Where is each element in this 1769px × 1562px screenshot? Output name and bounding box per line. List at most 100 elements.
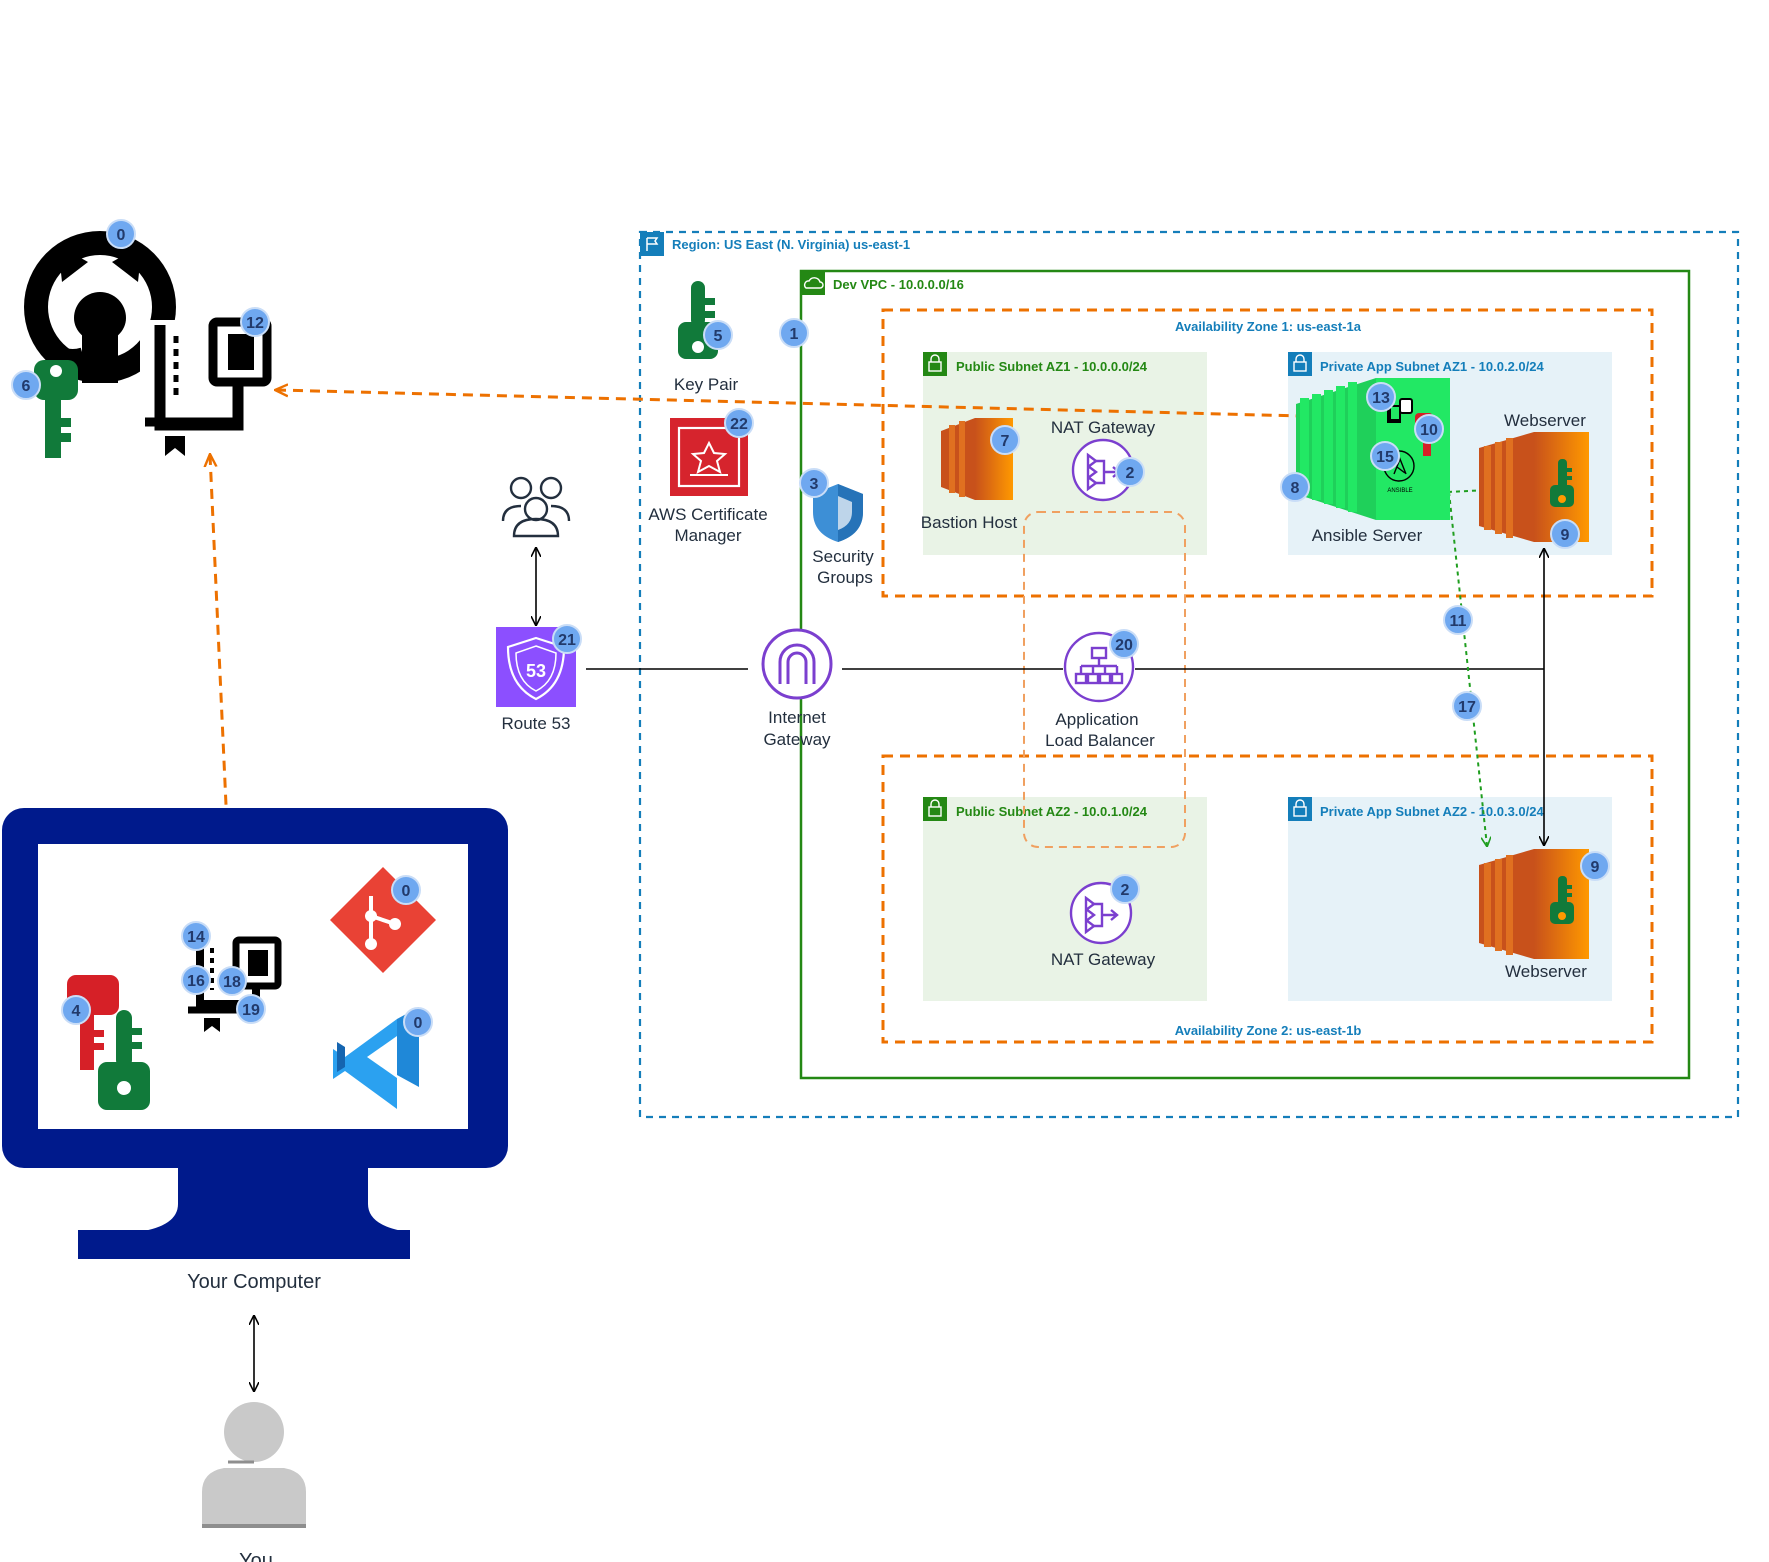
step-badge-local_repo_c: 18 bbox=[217, 966, 247, 996]
you-label: You bbox=[239, 1550, 273, 1562]
step-badge-path1: 11 bbox=[1443, 605, 1473, 635]
step-badge-nat2: 2 bbox=[1110, 874, 1140, 904]
route53-label: Route 53 bbox=[502, 714, 571, 733]
step-badge-repo: 12 bbox=[240, 307, 270, 337]
computer-label: Your Computer bbox=[187, 1271, 321, 1293]
public-subnet-az1-label: Public Subnet AZ1 - 10.0.0.0/24 bbox=[956, 359, 1148, 374]
webserver-az1-icon bbox=[1479, 432, 1589, 542]
step-badge-local_key: 4 bbox=[61, 995, 91, 1025]
igw-label-line2: Gateway bbox=[763, 730, 831, 749]
step-badge-ansible: 8 bbox=[1280, 472, 1310, 502]
route53-number: 53 bbox=[526, 661, 546, 681]
step-badge-number: 20 bbox=[1115, 637, 1133, 654]
step-badge-number: 5 bbox=[714, 328, 723, 345]
step-badge-bastion: 7 bbox=[990, 425, 1020, 455]
step-badge-github_key: 6 bbox=[11, 370, 41, 400]
alb-label-line2: Load Balancer bbox=[1045, 731, 1155, 750]
security-groups-icon bbox=[813, 484, 863, 542]
az2-label: Availability Zone 2: us-east-1b bbox=[1175, 1023, 1362, 1038]
step-badge-number: 11 bbox=[1450, 613, 1467, 630]
step-badge-number: 0 bbox=[414, 1015, 423, 1032]
step-badge-alb: 20 bbox=[1109, 629, 1139, 659]
step-badge-path2: 17 bbox=[1452, 691, 1482, 721]
step-badge-number: 2 bbox=[1121, 882, 1130, 899]
step-badge-ansible_key: 10 bbox=[1414, 414, 1444, 444]
step-badge-number: 6 bbox=[22, 378, 31, 395]
public-subnet-az2-label: Public Subnet AZ2 - 10.0.1.0/24 bbox=[956, 804, 1148, 819]
webserver-az2-icon bbox=[1479, 849, 1589, 959]
step-badge-git: 0 bbox=[391, 875, 421, 905]
public-subnet-az2: Public Subnet AZ2 - 10.0.1.0/24 bbox=[923, 797, 1207, 1001]
key-icon bbox=[34, 360, 78, 458]
acm-label-line1: AWS Certificate bbox=[648, 505, 767, 524]
region-group: Region: US East (N. Virginia) us-east-1 bbox=[638, 230, 1740, 1119]
az1-group: Availability Zone 1: us-east-1a bbox=[881, 308, 1654, 598]
step-badge-web1: 9 bbox=[1550, 519, 1580, 549]
step-badge-number: 10 bbox=[1420, 422, 1438, 439]
webserver-az2-label: Webserver bbox=[1505, 962, 1587, 981]
step-badge-number: 9 bbox=[1561, 527, 1570, 544]
step-badge-number: 18 bbox=[223, 974, 241, 991]
github-ansible-arrow bbox=[276, 390, 1380, 418]
az2-group: Availability Zone 2: us-east-1b bbox=[881, 754, 1654, 1044]
step-badge-number: 13 bbox=[1372, 390, 1390, 407]
step-badge-nat1: 2 bbox=[1115, 457, 1145, 487]
key-pair-label: Key Pair bbox=[674, 375, 739, 394]
step-badge-web2: 9 bbox=[1580, 851, 1610, 881]
step-badge-ansible_play: 15 bbox=[1370, 441, 1400, 471]
lock-icon bbox=[1288, 797, 1312, 821]
step-badge-sg: 3 bbox=[799, 468, 829, 498]
ansible-web2-arrow bbox=[1448, 491, 1487, 846]
step-badge-number: 1 bbox=[790, 326, 799, 343]
step-badge-number: 3 bbox=[810, 476, 819, 493]
lock-icon bbox=[923, 352, 947, 376]
step-badge-route53: 21 bbox=[552, 624, 582, 654]
private-subnet-az2-label: Private App Subnet AZ2 - 10.0.3.0/24 bbox=[1320, 804, 1544, 819]
security-groups-label-line2: Groups bbox=[817, 568, 873, 587]
lock-icon bbox=[923, 797, 947, 821]
private-subnet-az1-label: Private App Subnet AZ1 - 10.0.2.0/24 bbox=[1320, 359, 1544, 374]
step-badge-number: 16 bbox=[187, 973, 205, 990]
step-badge-number: 19 bbox=[242, 1002, 260, 1019]
step-badge-number: 14 bbox=[187, 929, 205, 946]
lock-icon bbox=[1288, 352, 1312, 376]
step-badge-local_repo_b: 16 bbox=[181, 965, 211, 995]
internet-gateway-icon bbox=[761, 628, 833, 700]
step-badge-local_repo_a: 14 bbox=[181, 921, 211, 951]
step-badge-acm: 22 bbox=[724, 408, 754, 438]
step-badge-number: 15 bbox=[1376, 449, 1394, 466]
igw-label-line1: Internet bbox=[768, 708, 826, 727]
step-badge-number: 8 bbox=[1291, 480, 1300, 497]
step-badge-number: 7 bbox=[1001, 433, 1010, 450]
nat-gateway-az1-icon bbox=[1071, 438, 1135, 502]
step-badge-number: 17 bbox=[1458, 699, 1476, 716]
step-badge-local_repo_d: 19 bbox=[236, 994, 266, 1024]
step-badge-number: 9 bbox=[1591, 859, 1600, 876]
step-badge-number: 4 bbox=[72, 1003, 81, 1020]
step-badge-vscode: 0 bbox=[403, 1007, 433, 1037]
ansible-server-label: Ansible Server bbox=[1312, 526, 1423, 545]
step-badge-number: 0 bbox=[402, 883, 411, 900]
step-badge-number: 12 bbox=[246, 315, 264, 332]
github-icon bbox=[24, 231, 176, 383]
nat-gateway-az2-label: NAT Gateway bbox=[1051, 950, 1156, 969]
bastion-host-label: Bastion Host bbox=[921, 513, 1018, 532]
nat-gateway-az1-label: NAT Gateway bbox=[1051, 418, 1156, 437]
vpc-label: Dev VPC - 10.0.0.0/16 bbox=[833, 277, 964, 292]
security-groups-label-line1: Security bbox=[812, 547, 874, 566]
step-badge-vpc: 1 bbox=[779, 318, 809, 348]
step-badge-github: 0 bbox=[106, 219, 136, 249]
step-badge-number: 22 bbox=[730, 416, 748, 433]
users-icon bbox=[501, 476, 571, 538]
step-badge-number: 0 bbox=[117, 227, 126, 244]
step-badge-number: 21 bbox=[558, 632, 576, 649]
github-local-arrow bbox=[210, 455, 232, 936]
user-avatar-icon bbox=[202, 1402, 306, 1528]
acm-label-line2: Manager bbox=[674, 526, 741, 545]
webserver-az1-label: Webserver bbox=[1504, 411, 1586, 430]
step-badge-key_pair: 5 bbox=[703, 320, 733, 350]
ansible-logo-text: ANSIBLE bbox=[1387, 488, 1412, 494]
region-label: Region: US East (N. Virginia) us-east-1 bbox=[672, 237, 910, 252]
